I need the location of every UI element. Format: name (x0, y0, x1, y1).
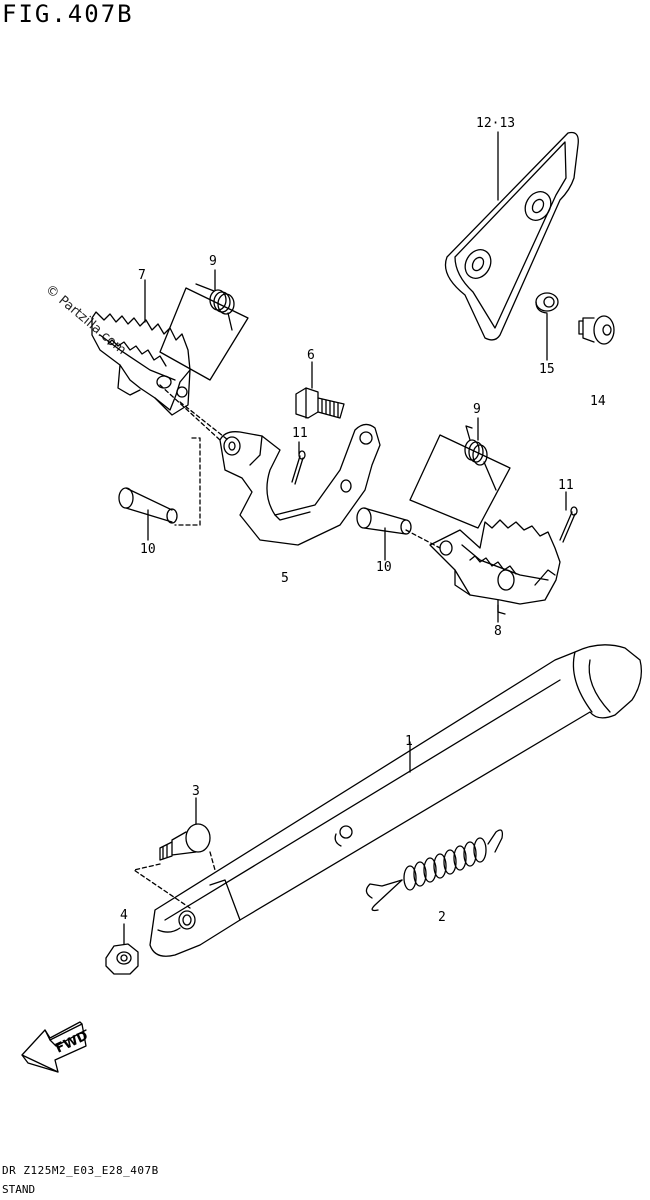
left-footrest[interactable] (92, 312, 190, 415)
cotter-pin-upper[interactable] (292, 451, 305, 484)
stand-pivot-bolt[interactable] (160, 824, 210, 860)
side-stand[interactable] (150, 645, 641, 956)
side-cover-plate[interactable] (445, 133, 578, 340)
cover-bolt[interactable] (579, 316, 614, 344)
pivot-pin-right[interactable] (357, 508, 411, 534)
callout-5: 5 (281, 571, 289, 586)
stand-spring[interactable] (366, 830, 502, 910)
footer-name: STAND (2, 1183, 36, 1196)
pivot-pin-left[interactable] (119, 488, 177, 523)
callout-3: 3 (192, 784, 200, 799)
cotter-pin-lower[interactable] (560, 507, 577, 542)
left-spring[interactable] (160, 284, 248, 380)
footer-code: DR Z125M2_E03_E28_407B (2, 1164, 159, 1177)
callout-7: 7 (138, 268, 146, 283)
callout-6: 6 (307, 348, 315, 363)
callout-10-right: 10 (376, 560, 392, 575)
callout-1: 1 (405, 734, 413, 749)
callout-9-lower: 9 (473, 402, 481, 417)
grommet[interactable] (536, 293, 558, 313)
callout-14: 14 (590, 394, 606, 409)
callout-10-left: 10 (140, 542, 156, 557)
callout-12-13: 12·13 (476, 116, 516, 131)
bracket-bolt[interactable] (296, 388, 344, 418)
callout-2: 2 (438, 910, 446, 925)
callout-11-lower: 11 (558, 478, 574, 493)
callout-15: 15 (539, 362, 555, 377)
callout-11-upper: 11 (292, 426, 308, 441)
fwd-arrow-icon (22, 1022, 86, 1072)
right-footrest[interactable] (430, 520, 560, 614)
callout-9-upper: 9 (209, 254, 217, 269)
callout-8: 8 (494, 624, 502, 639)
figure-title: FIG.407B (2, 0, 134, 28)
stand-nut[interactable] (106, 944, 138, 974)
right-spring[interactable] (410, 426, 510, 528)
footrest-bracket[interactable] (220, 424, 380, 545)
callout-4: 4 (120, 908, 128, 923)
